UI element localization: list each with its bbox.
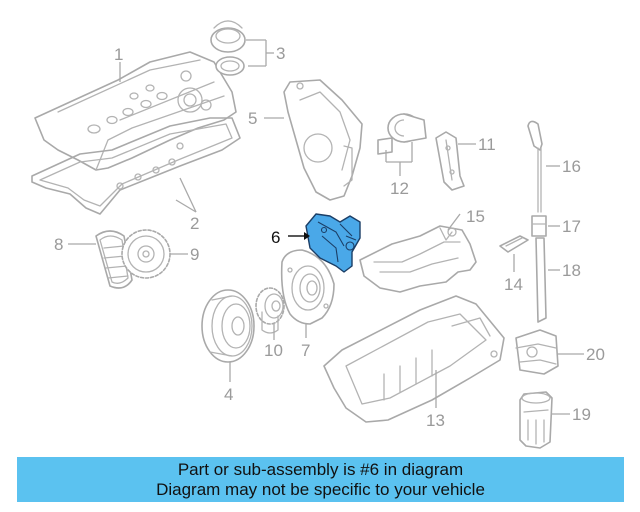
callout-17: 17: [562, 217, 581, 236]
oil-cap-part-3: [210, 20, 246, 76]
callout-4: 4: [224, 385, 233, 404]
callout-19: 19: [572, 405, 591, 424]
callout-20: 20: [586, 345, 605, 364]
callout-15: 15: [466, 207, 485, 226]
tensioner-part-12: [377, 113, 427, 155]
clip-part-14: [499, 235, 529, 253]
crank-sprocket-part-10: [255, 287, 285, 334]
timing-cover-part-5: [283, 79, 363, 201]
callout-16: 16: [562, 157, 581, 176]
callout-2: 2: [190, 214, 199, 233]
dipstick-tube-part-18: [535, 237, 547, 323]
parts-diagram: 1 2 3 4 5 6 7 8 9 10 11 12 13 14 15 16 1…: [31, 20, 605, 449]
sprocket-part-9: [121, 229, 171, 279]
callout-5: 5: [248, 109, 257, 128]
banner-line-1: Part or sub-assembly is #6 in diagram: [177, 459, 464, 479]
callout-7: 7: [301, 341, 310, 360]
oil-filter-part-19: [519, 391, 553, 449]
leader-lines: [68, 39, 584, 415]
info-banner: Part or sub-assembly is #6 in diagram Di…: [17, 457, 624, 502]
crank-pulley-part-4: [201, 289, 255, 363]
callout-12: 12: [390, 179, 409, 198]
callout-3: 3: [276, 44, 285, 63]
callout-11: 11: [478, 135, 496, 154]
callout-18: 18: [562, 261, 581, 280]
filter-housing-part-20: [515, 329, 559, 375]
callout-labels: 1 2 3 4 5 6 7 8 9 10 11 12 13 14 15 16 1…: [54, 44, 605, 430]
oil-pan-part-13: [323, 295, 505, 423]
dipstick-part-16: [527, 120, 543, 213]
callout-14: 14: [504, 275, 523, 294]
callout-10: 10: [264, 341, 283, 360]
banner-line-2: Diagram may not be specific to your vehi…: [156, 479, 485, 499]
highlighted-part-6[interactable]: [305, 213, 361, 273]
callout-1: 1: [114, 45, 123, 64]
oil-pump-part-7: [280, 249, 335, 325]
callout-6[interactable]: 6: [271, 228, 280, 247]
dipstick-seal-part-17: [531, 215, 547, 237]
belt-part-8: [95, 230, 133, 289]
baffle-part-15: [359, 225, 477, 293]
callout-13: 13: [426, 411, 445, 430]
callout-9: 9: [190, 245, 199, 264]
valve-cover-part-1: [34, 51, 237, 171]
valve-cover-gasket-part-2: [31, 117, 241, 215]
bracket-part-11: [435, 131, 465, 191]
callout-8: 8: [54, 235, 63, 254]
